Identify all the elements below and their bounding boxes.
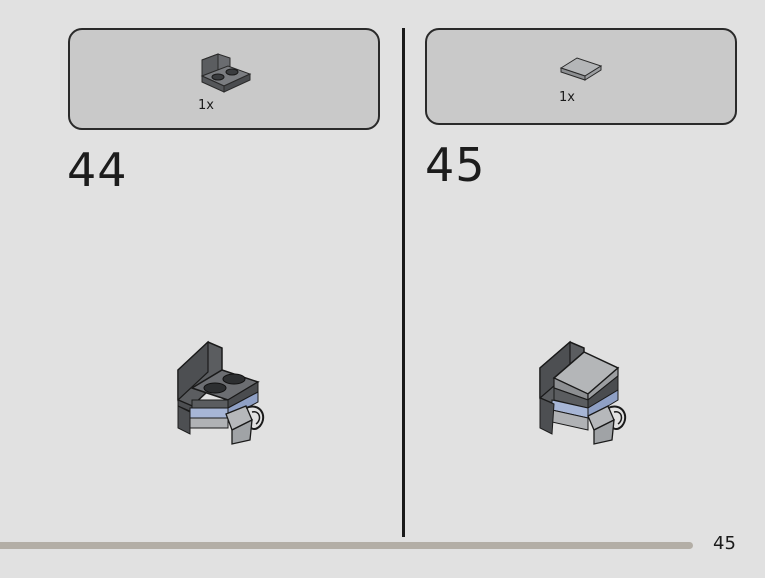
assembly-model-step-44 xyxy=(177,340,265,445)
assembly-model-step-45 xyxy=(539,340,627,445)
page-number: 45 xyxy=(713,533,736,554)
parts-list-box-step-45: 1x xyxy=(425,28,737,125)
page-divider xyxy=(402,28,405,537)
part-quantity: 1x xyxy=(198,98,214,113)
parts-list-box-step-44: 1x xyxy=(68,28,380,130)
bracket-piece-icon xyxy=(200,53,252,93)
page-progress-bar xyxy=(0,542,693,549)
part-quantity: 1x xyxy=(559,90,575,105)
step-number: 44 xyxy=(67,143,128,197)
step-number: 45 xyxy=(425,138,486,192)
slope-tile-piece-icon xyxy=(559,57,603,81)
